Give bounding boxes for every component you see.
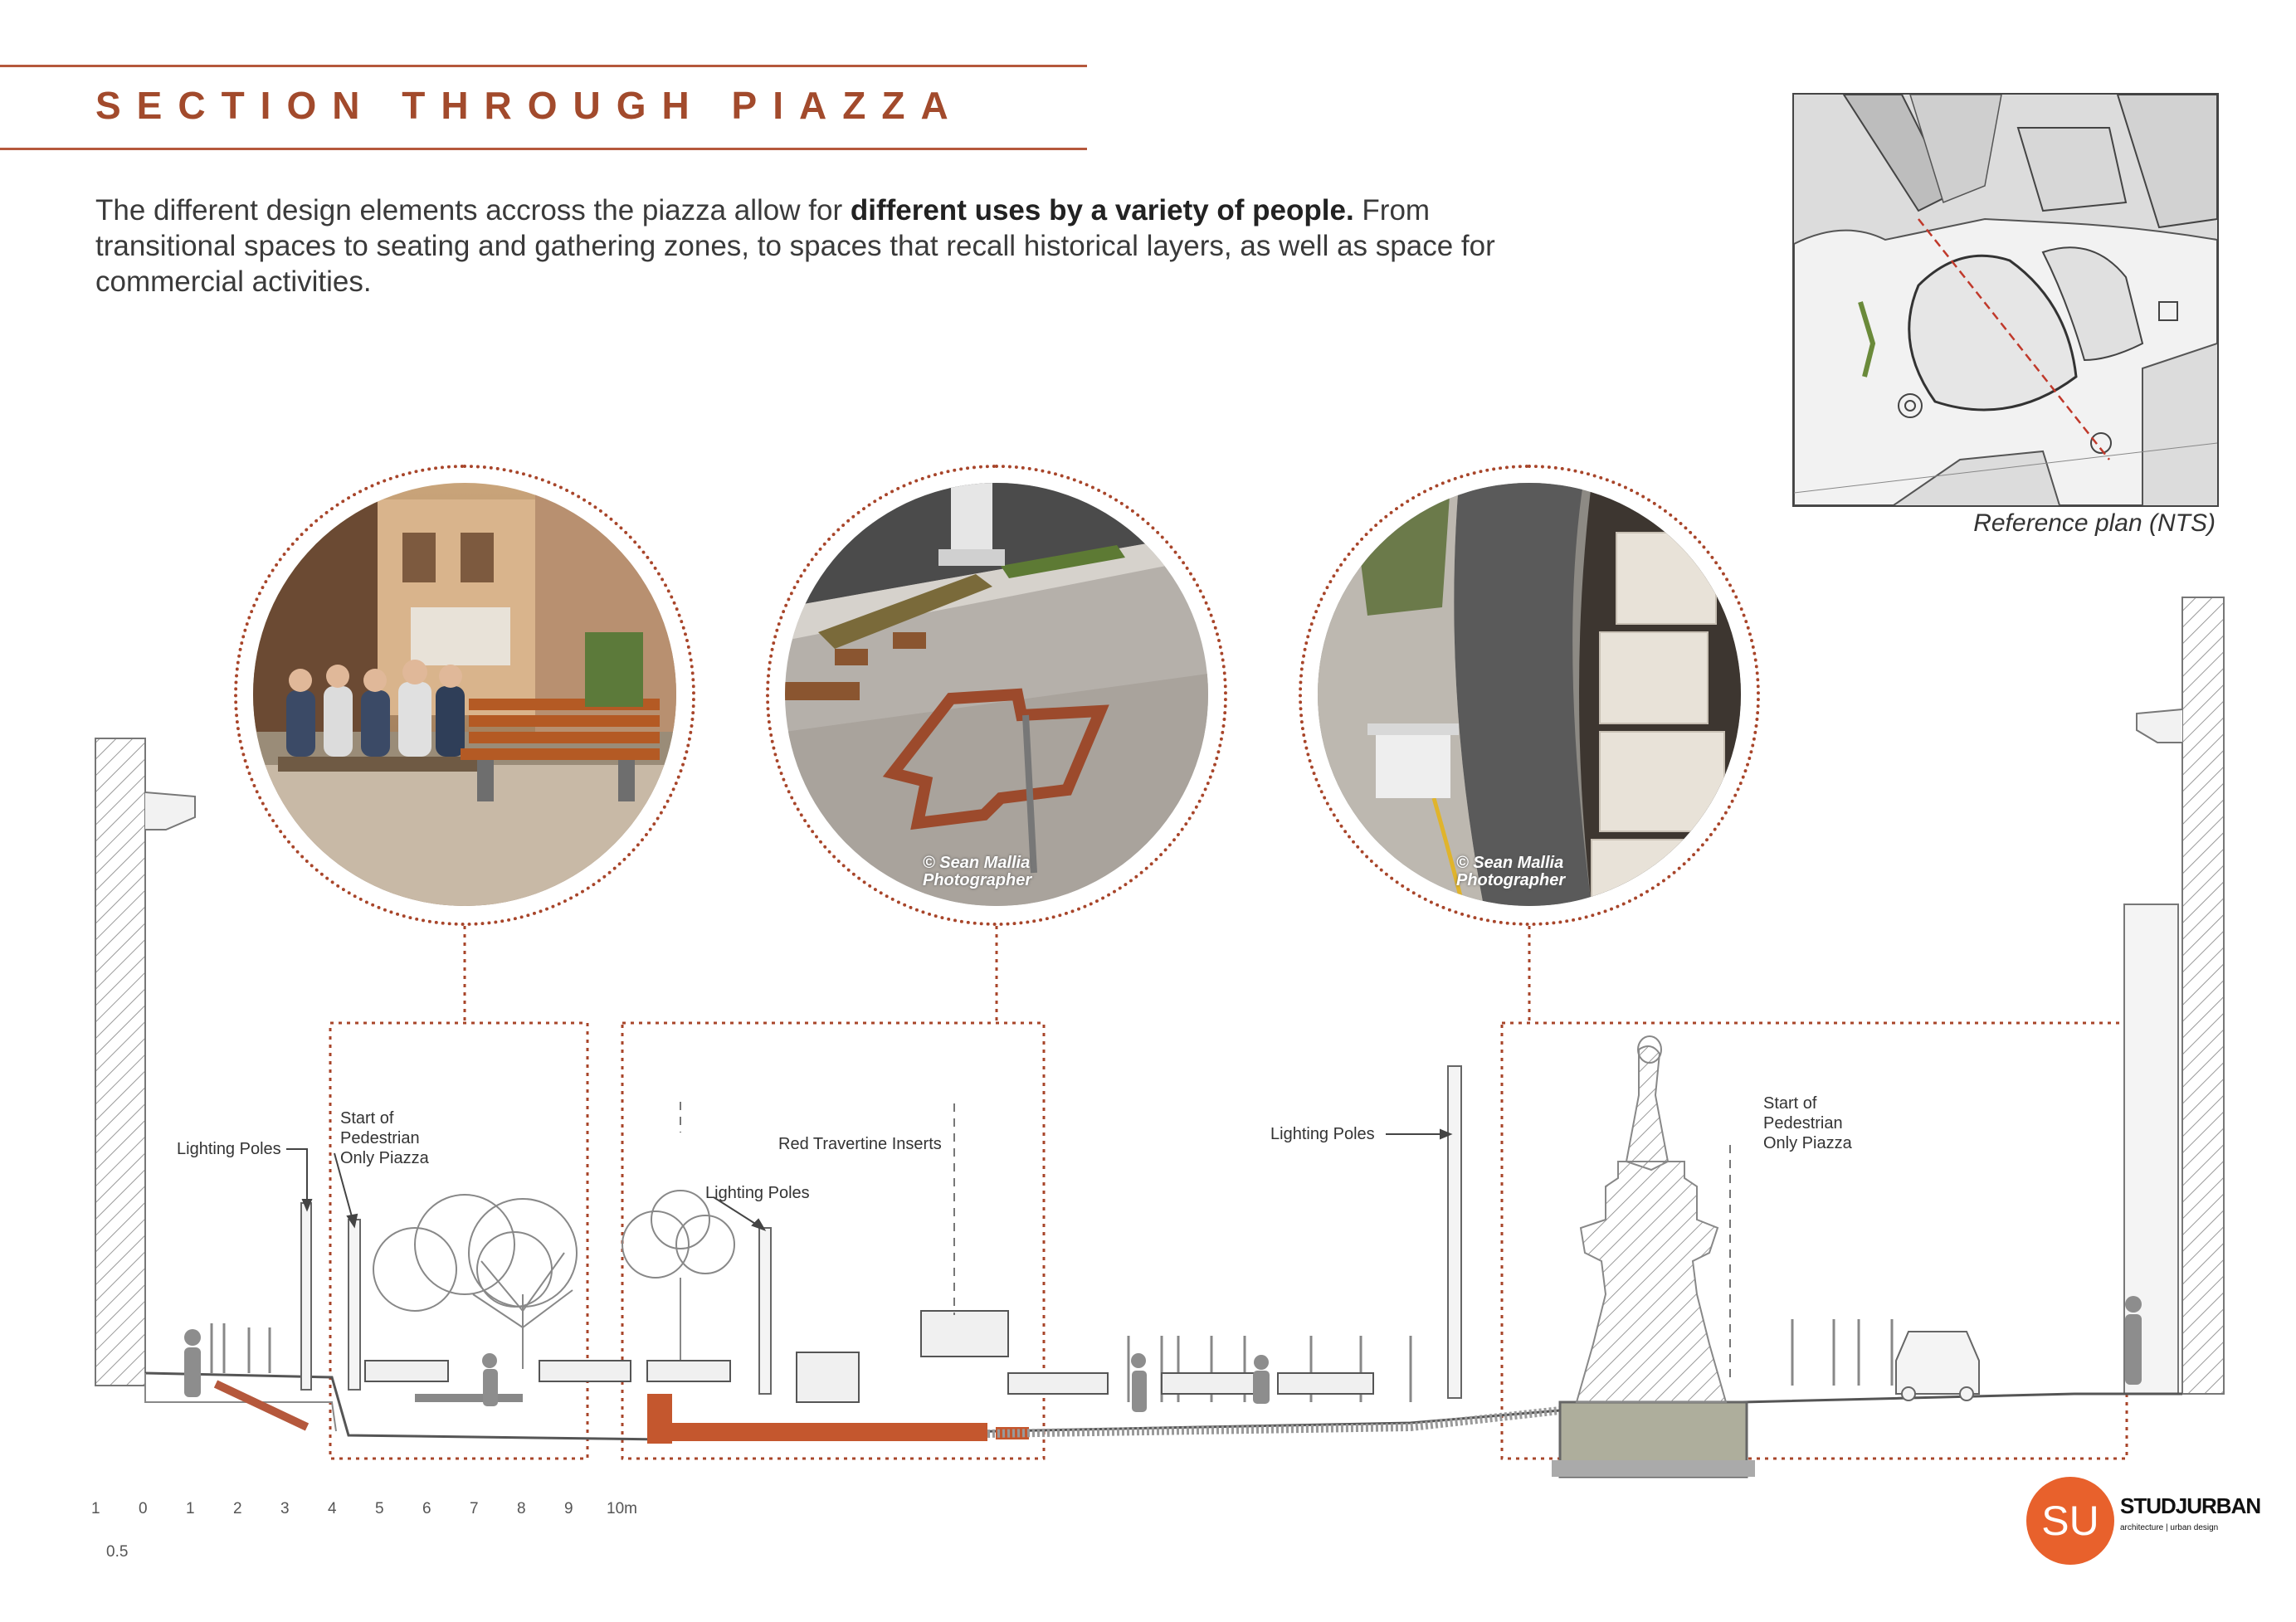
- label-start-pedestrian-right-2: Pedestrian: [1763, 1114, 1843, 1132]
- scale-tick: 4: [328, 1500, 337, 1517]
- photo-credit-travertine: © Sean Mallia Photographer: [923, 855, 1031, 889]
- label-start-pedestrian-left-1: Start of: [340, 1109, 394, 1128]
- title-rule-bottom: [0, 148, 1087, 150]
- reference-plan-caption: Reference plan (NTS): [1973, 509, 2216, 537]
- brand-name: STUDJURBAN: [2120, 1493, 2261, 1518]
- scale-tick: 0: [139, 1500, 148, 1517]
- studjurban-logo: SU: [2025, 1475, 2116, 1571]
- scale-tick: 6: [422, 1500, 431, 1517]
- label-start-pedestrian-right: Start of Pedestrian Only Piazza: [1763, 1094, 1852, 1153]
- scale-tick: 7: [470, 1500, 479, 1517]
- label-start-pedestrian-right-3: Only Piazza: [1763, 1134, 1852, 1152]
- photo-ring-aerial: [1299, 465, 1760, 926]
- intro-lead: The different design elements accross th…: [95, 194, 851, 226]
- label-lighting-poles-right: Lighting Poles: [1270, 1125, 1375, 1143]
- logo-letters: SU: [2041, 1498, 2099, 1544]
- label-lighting-poles-left: Lighting Poles: [177, 1140, 281, 1158]
- label-start-pedestrian-left-3: Only Piazza: [340, 1149, 429, 1167]
- photo-ring-travertine: [766, 465, 1227, 926]
- photo-credit-travertine-line1: © Sean Mallia: [923, 854, 1031, 872]
- scale-tick: 9: [564, 1500, 573, 1517]
- section-drawing: [95, 597, 2225, 1478]
- brand-tagline: architecture | urban design: [2120, 1523, 2219, 1532]
- reference-plan-drawing: [1794, 95, 2217, 505]
- scale-tick: 3: [280, 1500, 290, 1517]
- label-start-pedestrian-right-1: Start of: [1763, 1094, 1817, 1113]
- intro-bold: different uses by a variety of people.: [850, 194, 1354, 226]
- intro-rest: From transitional spaces to seating and …: [95, 194, 1495, 298]
- label-start-pedestrian-left-2: Pedestrian: [340, 1129, 420, 1147]
- label-red-travertine: Red Travertine Inserts: [778, 1135, 942, 1153]
- label-lighting-poles-mid: Lighting Poles: [705, 1184, 810, 1202]
- photo-credit-aerial-line1: © Sean Mallia: [1456, 854, 1564, 872]
- photo-credit-aerial-line2: Photographer: [1456, 871, 1566, 889]
- label-start-pedestrian-left: Start of Pedestrian Only Piazza: [340, 1108, 429, 1168]
- intro-paragraph: The different design elements accross th…: [95, 192, 1506, 300]
- scale-tick: 1: [91, 1500, 100, 1517]
- scale-tick: 10m: [607, 1500, 637, 1517]
- page-title: SECTION THROUGH PIAZZA: [95, 84, 964, 127]
- scale-tick: 5: [375, 1500, 384, 1517]
- scale-tick: 1: [186, 1500, 195, 1517]
- scale-tick: 2: [233, 1500, 242, 1517]
- photo-credit-aerial: © Sean Mallia Photographer: [1456, 855, 1565, 889]
- photo-ring-seating: [234, 465, 695, 926]
- scale-sub-tick: 0.5: [106, 1543, 129, 1561]
- scale-tick: 8: [517, 1500, 526, 1517]
- title-rule-top: [0, 65, 1087, 67]
- reference-plan: [1792, 93, 2219, 507]
- photo-credit-travertine-line2: Photographer: [923, 871, 1032, 889]
